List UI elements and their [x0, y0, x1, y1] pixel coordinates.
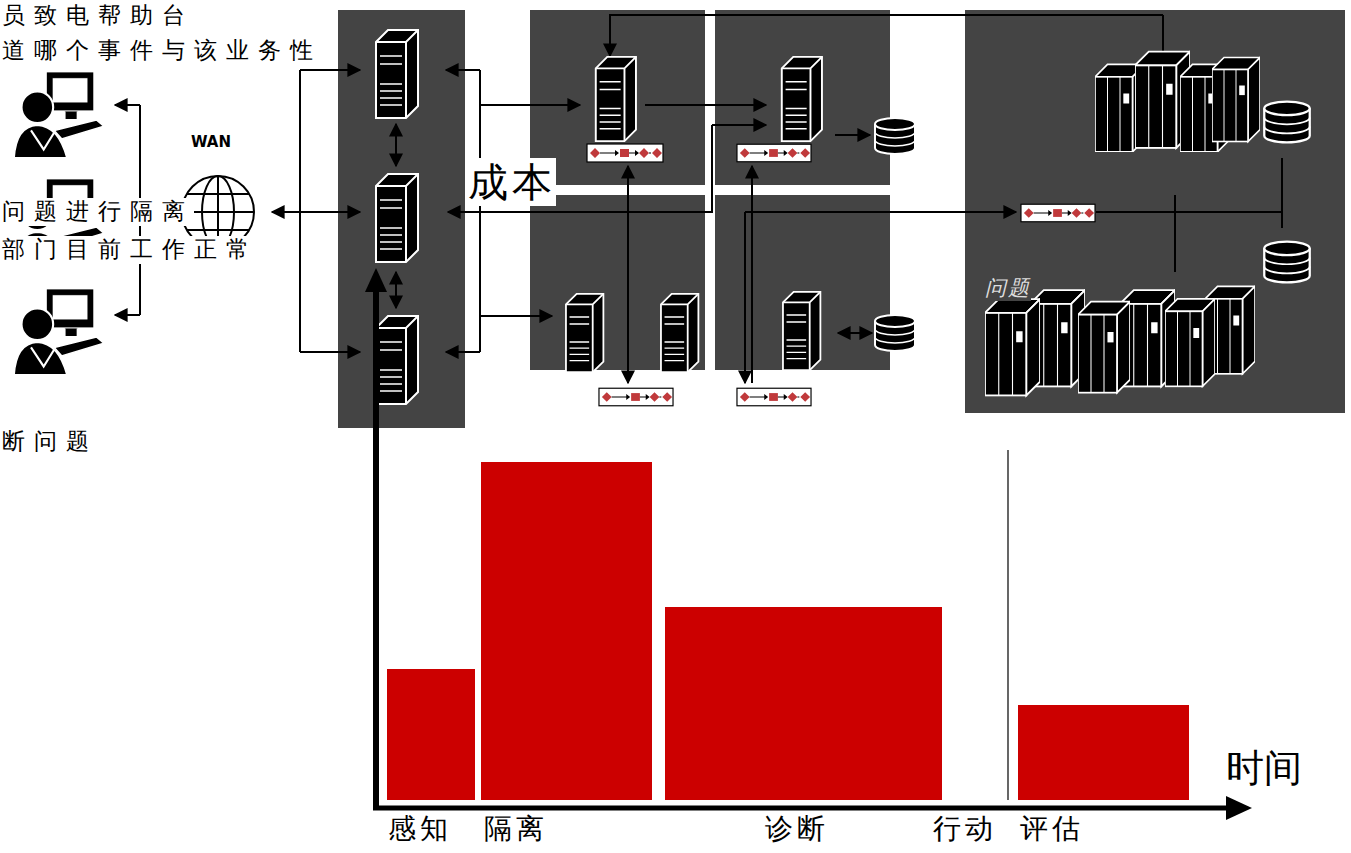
illustration-part	[1078, 302, 1130, 393]
illustration-part	[480, 104, 580, 106]
illustration-part	[1165, 299, 1215, 387]
note-text: 员致电帮助台	[2, 2, 194, 30]
network-label: WAN	[191, 133, 231, 151]
note-text: 断问题	[2, 428, 98, 456]
illustration-part	[272, 211, 360, 213]
server-panels	[338, 10, 1345, 428]
illustration-part	[1264, 102, 1309, 143]
illustration-part	[1174, 195, 1176, 272]
illustration-part	[838, 332, 872, 334]
illustration-part	[446, 69, 480, 71]
divider-line	[1007, 450, 1008, 800]
illustration-part	[715, 10, 890, 185]
note-text: 部门目前工作正常	[2, 236, 258, 264]
illustration-part	[530, 10, 705, 185]
illustration-part	[1212, 58, 1260, 142]
illustration-part	[395, 124, 397, 166]
illustration-part	[1264, 242, 1309, 283]
illustration-part	[480, 315, 552, 317]
illustration-part	[985, 299, 1040, 395]
illustration-part	[300, 351, 360, 353]
axis-category: 行动	[933, 812, 997, 846]
illustration-part	[448, 125, 712, 212]
axis-title: 时间	[1226, 746, 1302, 792]
illustration-part	[835, 134, 870, 136]
illustration-part	[115, 314, 140, 316]
illustration-part	[14, 288, 104, 375]
note-text: 问题进行隔离	[2, 198, 194, 226]
illustration-part	[299, 70, 301, 352]
illustration-part	[875, 315, 915, 351]
illustration-part	[744, 212, 746, 383]
illustration-part	[115, 104, 140, 106]
illustration-part	[481, 462, 652, 800]
illustration-part	[627, 166, 629, 383]
illustration-part	[751, 166, 753, 383]
cost-bars	[387, 462, 1189, 800]
illustration-part	[300, 69, 360, 71]
axis-category: 诊断	[765, 812, 829, 846]
illustration-part	[965, 10, 1345, 413]
illustration-part	[1096, 158, 1282, 212]
axis-category: 隔离	[484, 812, 548, 846]
chart-axes	[365, 268, 1252, 820]
illustration-part	[1226, 796, 1252, 820]
illustration-part	[365, 268, 387, 292]
illustration-part	[745, 211, 1016, 213]
illustration-part	[338, 10, 465, 428]
illustration-part	[645, 104, 766, 106]
illustration-part	[376, 30, 418, 118]
illustration-part	[1021, 204, 1095, 222]
illustration-part	[599, 388, 673, 406]
illustration-part	[712, 124, 766, 126]
illustration-part	[665, 607, 942, 800]
mainframe-icons	[985, 52, 1260, 396]
illustration-part	[14, 71, 104, 158]
illustration-part	[737, 388, 811, 406]
region-note: 问题	[985, 276, 1031, 301]
illustration-part	[387, 669, 475, 800]
illustration-part	[373, 286, 379, 808]
illustration-part	[875, 118, 915, 154]
illustration-part	[566, 294, 603, 372]
illustration-part	[1281, 212, 1283, 228]
illustration-part	[715, 195, 890, 370]
illustration-part	[783, 292, 820, 370]
note-text: 道哪个事件与该业务性	[2, 37, 322, 65]
queue-icons	[587, 144, 1095, 406]
illustration-part	[596, 57, 636, 141]
illustration-part	[610, 15, 1163, 56]
illustration-part	[376, 316, 418, 404]
illustration-part	[587, 144, 663, 162]
illustration-part	[395, 272, 397, 308]
illustration-part	[782, 57, 822, 141]
server-icons	[376, 30, 822, 404]
illustration-part	[1018, 705, 1189, 800]
illustration-part	[661, 294, 698, 372]
axis-title: 成本	[468, 158, 556, 206]
illustration-part	[446, 351, 480, 353]
illustration-part	[376, 174, 418, 262]
axis-category: 评估	[1020, 812, 1084, 846]
illustration-part	[737, 144, 811, 162]
axis-category: 感知	[388, 812, 452, 846]
illustration-part	[373, 806, 1230, 811]
database-icons	[875, 102, 1310, 351]
